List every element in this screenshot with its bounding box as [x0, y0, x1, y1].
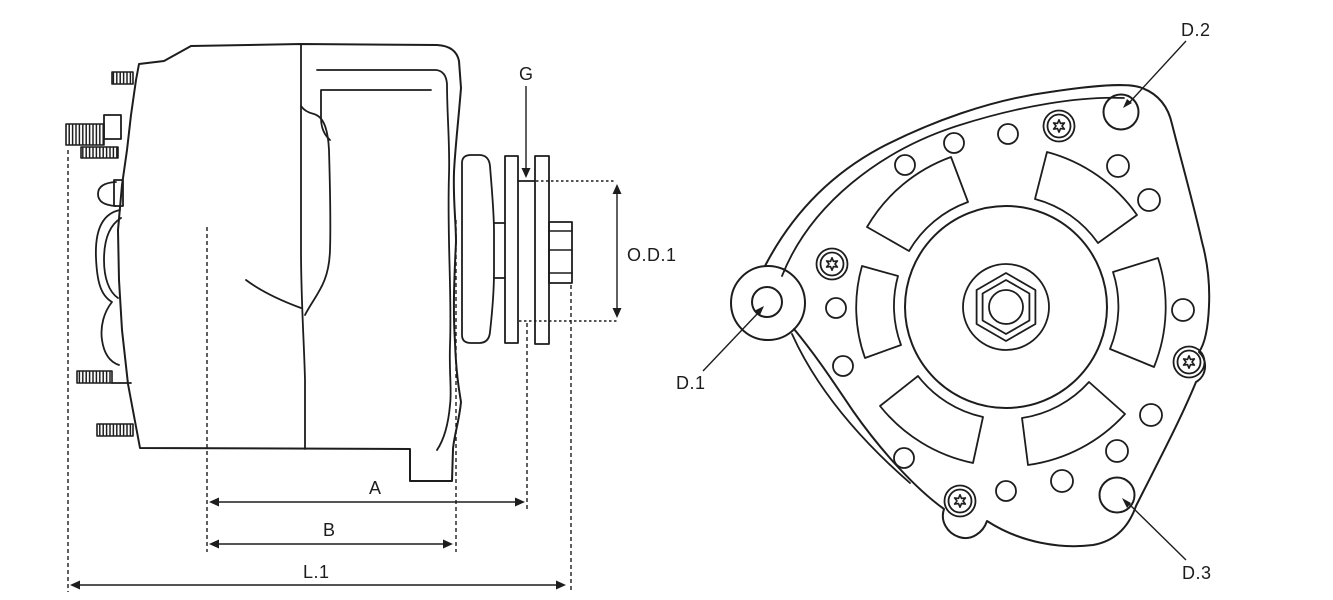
cooling-hole: [832, 355, 854, 377]
dimension-od1: O.D.1: [612, 184, 677, 318]
shaft-nut-outer: [975, 272, 1037, 342]
torx-screws: [815, 109, 1206, 518]
rear-cover-button-stem: [113, 179, 124, 207]
mounting-hole-d1: [751, 286, 783, 318]
torx-screw: [943, 484, 977, 518]
cooling-hole: [943, 132, 965, 154]
callout-label-d1: D.1: [676, 373, 706, 393]
callout-label-d2: D.2: [1181, 20, 1211, 40]
stator-window-left-curve: [300, 105, 332, 316]
pulley-face: [904, 205, 1108, 409]
dimension-a: A: [209, 478, 525, 507]
pulley-flange-left: [504, 155, 519, 344]
shaft-center-hole: [988, 289, 1024, 325]
vent-slot: [855, 265, 902, 359]
cooling-hole: [1139, 403, 1163, 427]
callout-d1: D.1: [676, 306, 764, 393]
rear-bracket-seam: [300, 43, 306, 450]
side-view-housing-outline: [117, 43, 462, 482]
dimension-label-od1: O.D.1: [627, 245, 677, 265]
torx-screw: [815, 247, 849, 281]
fan-hub: [461, 154, 495, 344]
dimension-l1: L.1: [70, 562, 566, 590]
side-view: [65, 43, 573, 482]
torx-screw: [1172, 345, 1206, 379]
dimension-label-a: A: [369, 478, 382, 498]
vent-slot: [1109, 257, 1167, 368]
front-view: [730, 84, 1211, 548]
terminal-stud-lower: [76, 370, 113, 384]
vent-slot: [1021, 381, 1126, 466]
torx-screw: [1042, 109, 1076, 143]
cooling-hole: [894, 154, 916, 176]
hub-ring: [962, 263, 1050, 351]
side-view-dimensions: G O.D.1 A B L.1: [67, 64, 677, 592]
cooling-hole: [893, 447, 915, 469]
front-bracket-seam-curve: [245, 279, 302, 309]
terminal-stud-top: [111, 71, 134, 85]
cooling-hole: [995, 480, 1017, 502]
callout-label-d3: D.3: [1182, 563, 1212, 583]
terminal-stud-b-plus: [65, 123, 105, 146]
mounting-hole-d2: [1102, 93, 1140, 131]
cooling-hole: [825, 297, 847, 319]
cooling-hole: [1050, 469, 1074, 493]
mounting-ear-boss: [730, 265, 806, 341]
terminal-stud-mid: [80, 146, 119, 159]
callout-d2: D.2: [1123, 20, 1211, 108]
front-view-callouts: D.2 D.1 D.3: [676, 20, 1212, 583]
cooling-hole: [1137, 188, 1161, 212]
cooling-hole: [1106, 154, 1130, 178]
vent-slot: [1034, 151, 1138, 244]
dimension-label-g: G: [519, 64, 534, 84]
ventilation-slots: [855, 151, 1167, 466]
housing-rim-bottom-left: [791, 333, 911, 484]
vent-slot: [866, 156, 969, 252]
dimension-label-l1: L.1: [303, 562, 330, 582]
cooling-hole: [1171, 298, 1195, 322]
callout-d3: D.3: [1122, 498, 1212, 583]
rear-cover-profile-inner: [103, 217, 122, 299]
terminal-stud-bottom: [96, 423, 134, 437]
cooling-hole: [1105, 439, 1129, 463]
rear-cover-button: [97, 181, 117, 207]
vent-slot: [879, 375, 984, 464]
dimension-label-b: B: [323, 520, 336, 540]
mounting-hole-d3: [1098, 476, 1136, 514]
housing-rim-top: [781, 96, 1125, 277]
shaft-end-nut: [548, 221, 573, 284]
stator-window-outer: [316, 69, 452, 451]
rear-cover-profile-outer: [95, 209, 121, 366]
shaft-nut-inner: [981, 279, 1031, 335]
dimension-b: B: [209, 520, 453, 549]
cooling-holes: [825, 123, 1195, 502]
dimension-g: G: [519, 64, 534, 178]
cooling-hole: [997, 123, 1019, 145]
